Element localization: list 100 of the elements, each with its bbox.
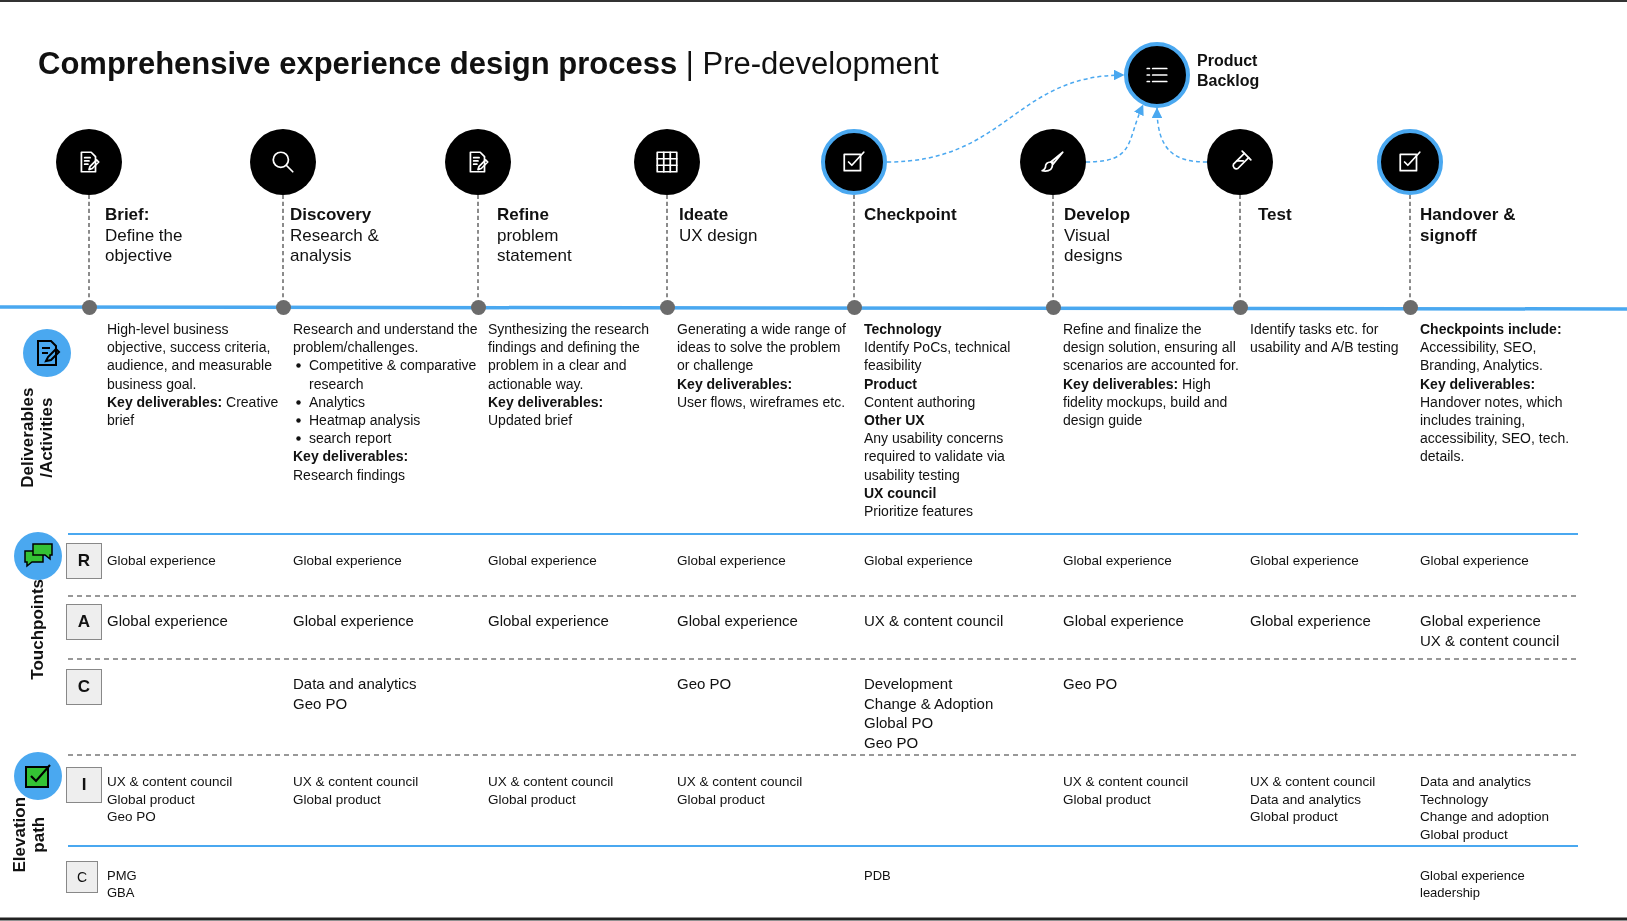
step-title: Refine	[497, 205, 550, 226]
table-cell-text: UX & content council	[1063, 773, 1190, 791]
table-cell-text: UX & content council	[107, 773, 234, 791]
table-cell-text: Global experience	[677, 611, 799, 631]
role-letter-tag: R	[66, 543, 102, 579]
table-cell-text: Global experience	[293, 611, 415, 631]
table-cell-text: Global experience	[1063, 611, 1185, 631]
section-label: Touchpoints	[28, 578, 48, 682]
table-cell-text: GBA	[107, 884, 136, 902]
timeline-dot	[470, 299, 486, 315]
table-cell-text: Global experience	[1420, 552, 1530, 570]
timeline-dot	[1402, 299, 1418, 315]
description-text: Accessibility, SEO, Branding, Analytics.	[1420, 338, 1544, 375]
step-title: Test	[1258, 205, 1293, 226]
table-cell-text: Global product	[1250, 808, 1339, 826]
table-cell-text: UX & content council	[677, 773, 804, 791]
step-title: Brief:	[105, 205, 151, 226]
section-heading: Other UX	[864, 410, 926, 430]
description-text: Identify tasks etc. for usability and A/B testing	[1250, 320, 1400, 357]
description-text: Research findings	[293, 465, 407, 484]
step-title: Product Backlog	[1197, 51, 1261, 91]
step-title: Checkpoint	[864, 205, 958, 226]
section-label: Elevation path	[11, 795, 49, 875]
section-heading: Key deliverables:	[677, 374, 794, 393]
role-letter-tag: C	[66, 861, 98, 893]
table-cell-text: Global product	[107, 790, 196, 809]
table-cell-text: Global product	[677, 790, 766, 809]
table-cell-text: UX & content council	[488, 773, 615, 791]
table-cell-text: UX & content council	[864, 611, 1005, 631]
table-cell-text: Global experience	[293, 552, 403, 570]
timeline-dot	[275, 299, 291, 315]
role-letter-tag: C	[66, 669, 102, 705]
table-cell-text: Global experience	[677, 552, 787, 570]
table-cell-text: Global experience	[1063, 552, 1173, 570]
list-item-text: Competitive & comparative research	[309, 357, 477, 392]
table-cell-text: Global product	[293, 790, 382, 809]
table-cell-text: Geo PO	[864, 732, 920, 752]
table-cell-text: Global experience	[1420, 611, 1542, 631]
table-cell-text: Global experience	[864, 552, 974, 570]
table-cell-text: Geo PO	[677, 674, 733, 694]
role-letter-tag: A	[66, 604, 102, 640]
table-cell-text: Development	[864, 674, 954, 694]
timeline-dot	[81, 299, 97, 315]
table-cell-text: Global experience	[107, 611, 229, 631]
step-title: Discovery	[290, 205, 373, 226]
timeline-dot	[846, 299, 862, 315]
step-title: Handover & signoff	[1420, 205, 1517, 247]
list-item-text: Analytics	[309, 393, 366, 410]
step-subtitle: problem statement	[497, 225, 573, 268]
section-heading: Key deliverables:	[488, 392, 605, 411]
description-text: Any usability concerns required to validate via usability testing	[864, 429, 1006, 484]
step-subtitle: UX design	[679, 225, 759, 247]
description-text: Prioritize features	[864, 501, 974, 521]
table-cell-text: Global experience	[1250, 611, 1372, 631]
description-text: High-level business objective, success criteria, audience, and measurable business goal.	[107, 320, 273, 393]
table-cell-text: Global product	[1063, 790, 1152, 809]
arrow	[1085, 104, 1144, 163]
section-heading: Checkpoints include:	[1420, 320, 1563, 339]
description-text: Handover notes, which includes training, accessibility, SEO, tech. details.	[1420, 392, 1571, 466]
table-cell-text: Data and analytics	[293, 674, 418, 694]
table-cell-text: Global product	[488, 790, 577, 809]
list-item-text: Heatmap analysis	[309, 411, 421, 428]
table-cell-text: Global experience	[1250, 552, 1360, 570]
description-text: Key deliverables: High fidelity mockups, build and design guide	[1063, 374, 1229, 430]
table-cell-text: UX & content council	[1420, 630, 1561, 650]
description-text: Content authoring	[864, 392, 977, 411]
table-cell-text: UX & content council	[1250, 773, 1377, 791]
arrow	[886, 70, 1125, 163]
arrow	[1152, 107, 1208, 163]
timeline-dot	[1045, 299, 1061, 315]
list-item-text: search report	[309, 430, 392, 447]
table-cell-text: UX & content council	[293, 773, 420, 791]
table-cell-text: Geo PO	[293, 693, 349, 713]
description-text: Generating a wide range of ideas to solve the problem or challenge	[677, 320, 847, 375]
table-cell-text: Global experience leadership	[1420, 868, 1526, 902]
description-text: User flows, wireframes etc.	[677, 392, 847, 411]
diagram-title: Comprehensive experience design process | Pre-development	[38, 45, 939, 83]
table-cell-text: Global product	[1420, 825, 1509, 844]
table-cell-text: Global experience	[488, 611, 610, 631]
description-text: Synthesizing the research findings and defining the problem in a clear and actionable way.	[488, 320, 651, 393]
table-cell-text: Data and analytics	[1420, 773, 1533, 791]
section-heading: UX council	[864, 483, 938, 502]
timeline-dot	[1232, 299, 1248, 315]
role-letter-tag: I	[66, 767, 102, 803]
table-cell-text: PMG	[107, 868, 138, 885]
table-cell-text: Geo PO	[107, 808, 157, 826]
section-heading: Key deliverables:	[1420, 374, 1537, 393]
description-text: Key deliverables: Creative brief	[107, 392, 280, 430]
table-cell-text: Global PO	[864, 713, 935, 733]
table-cell-text: Geo PO	[1063, 674, 1119, 694]
section-heading: Product	[864, 374, 918, 393]
section-heading: Key deliverables:	[293, 447, 410, 466]
step-subtitle: Visual designs	[1064, 225, 1124, 268]
table-cell-text: PDB	[864, 868, 892, 885]
table-cell-text: Data and analytics	[1250, 790, 1363, 809]
table-cell-text: Change & Adoption	[864, 693, 995, 713]
section-heading: Technology	[864, 320, 943, 339]
step-subtitle: Define the objective	[105, 225, 184, 268]
step-subtitle: Research & analysis	[290, 225, 380, 268]
description-text: Identify PoCs, technical feasibility	[864, 338, 1012, 375]
